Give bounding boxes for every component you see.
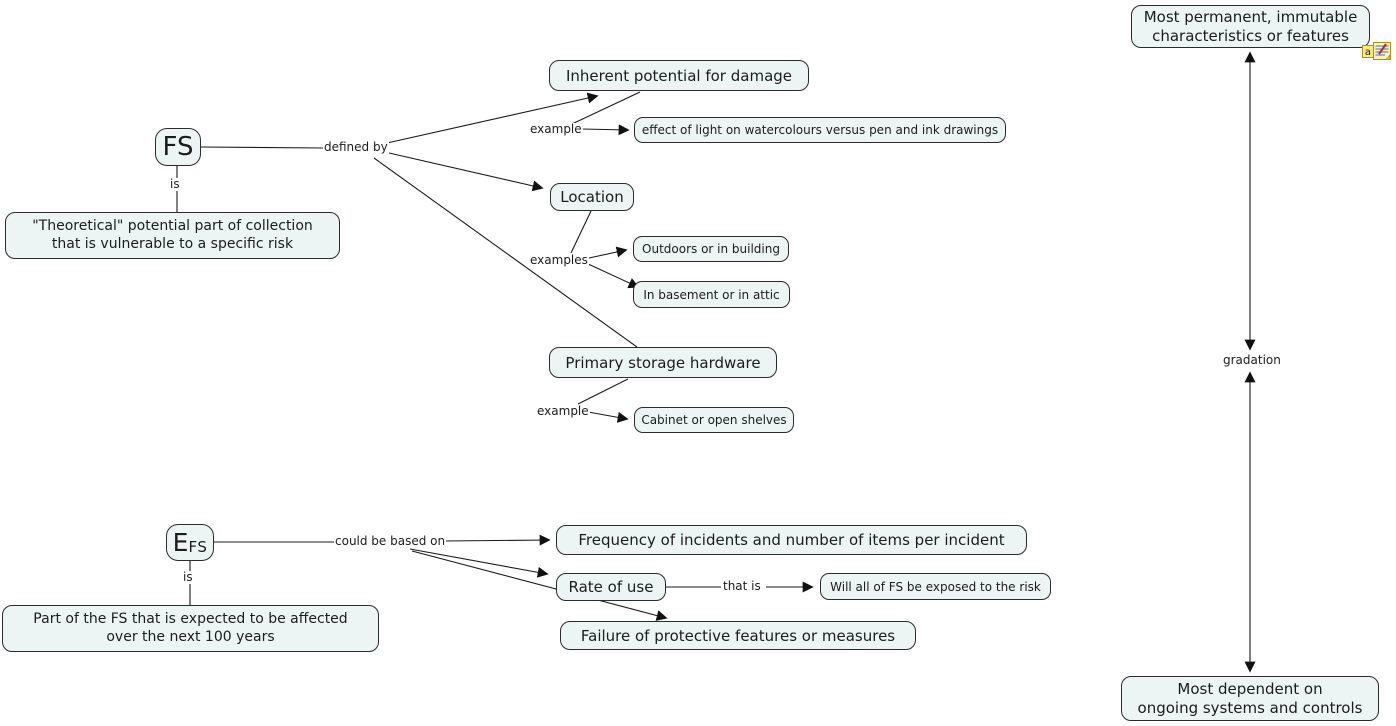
node-will-all-fs-exposed[interactable]: Will all of FS be exposed to the risk — [820, 573, 1051, 600]
phrase-gradation[interactable]: gradation — [1222, 353, 1282, 367]
connector-could-failure — [411, 550, 668, 621]
node-primary-storage[interactable]: Primary storage hardware — [549, 347, 777, 378]
connector-could-frequency — [443, 534, 551, 546]
annotation-fold-corner — [1385, 54, 1391, 60]
annotation-icon[interactable]: a — [1362, 42, 1392, 62]
node-failure-protective[interactable]: Failure of protective features or measur… — [560, 621, 916, 650]
annotation-letter: a — [1365, 47, 1371, 58]
node-effect-of-light[interactable]: effect of light on watercolours versus p… — [634, 117, 1006, 143]
connector-example-effect — [581, 124, 630, 136]
annotation-pen — [1378, 43, 1387, 55]
connector-primary-example — [577, 378, 629, 405]
connector-could-rate — [409, 548, 549, 578]
node-most-dependent[interactable]: Most dependent on ongoing systems and co… — [1121, 676, 1379, 721]
connector-inherent-example — [571, 91, 641, 125]
node-location[interactable]: Location — [550, 183, 634, 211]
phrase-defined-by[interactable]: defined by — [323, 140, 389, 154]
phrase-example-storage[interactable]: example — [536, 404, 590, 418]
node-cabinet-shelves[interactable]: Cabinet or open shelves — [634, 407, 794, 433]
node-basement-attic[interactable]: In basement or in attic — [633, 281, 790, 308]
phrase-example-damage[interactable]: example — [529, 122, 583, 136]
phrase-is-efs[interactable]: is — [182, 570, 194, 584]
phrase-could-be-based-on[interactable]: could be based on — [334, 534, 447, 548]
connector-examples-basement — [585, 262, 640, 289]
connector-example-cabinet — [587, 411, 629, 423]
node-part-of-fs[interactable]: Part of the FS that is expected to be af… — [2, 605, 379, 652]
efs-subscript-text: FS — [188, 538, 208, 556]
phrase-that-is[interactable]: that is — [722, 579, 762, 593]
node-fs[interactable]: FS — [155, 128, 201, 166]
connector-location-examples — [570, 210, 592, 254]
connector-definedby-location — [388, 152, 544, 192]
node-inherent-potential[interactable]: Inherent potential for damage — [549, 60, 809, 91]
efs-main-text: E — [172, 528, 189, 557]
node-outdoors[interactable]: Outdoors or in building — [633, 236, 789, 262]
node-theoretical-potential[interactable]: "Theoretical" potential part of collecti… — [5, 212, 340, 259]
node-rate-of-use[interactable]: Rate of use — [556, 573, 666, 601]
connector-examples-outdoors — [588, 246, 628, 259]
phrase-is-fs[interactable]: is — [169, 177, 181, 191]
node-frequency-incidents[interactable]: Frequency of incidents and number of ite… — [556, 525, 1027, 555]
connector-definedby-inherent — [386, 92, 599, 144]
node-most-permanent[interactable]: Most permanent, immutable characteristic… — [1131, 5, 1370, 48]
connector-definedby-primary — [373, 157, 638, 348]
connector-fs-defined-by — [200, 146, 325, 149]
phrase-examples-location[interactable]: examples — [529, 253, 589, 267]
